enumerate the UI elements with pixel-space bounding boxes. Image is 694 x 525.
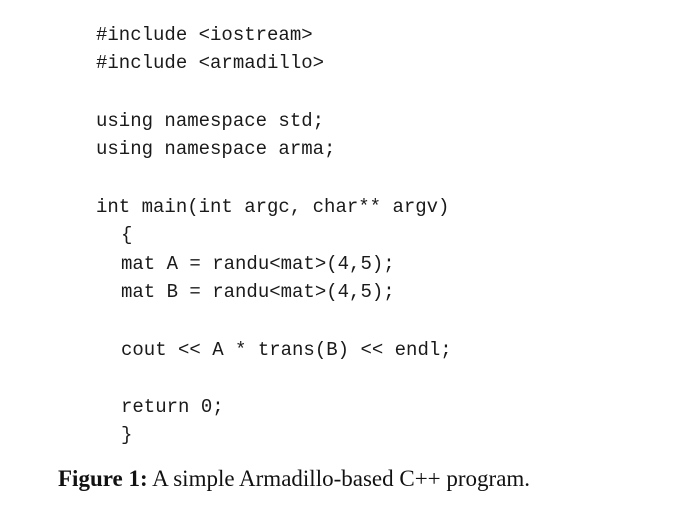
code-line-include-armadillo: #include <armadillo> <box>96 52 325 74</box>
code-line-mat-a: mat A = randu<mat>(4,5); <box>121 253 395 275</box>
code-line-using-std: using namespace std; <box>96 110 325 132</box>
figure-caption-text: A simple Armadillo-based C++ program. <box>152 466 531 491</box>
code-line-open-brace: { <box>121 224 133 246</box>
code-line-main-signature: int main(int argc, char** argv) <box>96 196 450 218</box>
code-line-using-arma: using namespace arma; <box>96 138 336 160</box>
code-line-include-iostream: #include <iostream> <box>96 24 313 46</box>
code-line-cout: cout << A * trans(B) << endl; <box>121 339 452 361</box>
code-line-return: return 0; <box>121 396 224 418</box>
code-line-mat-b: mat B = randu<mat>(4,5); <box>121 281 395 303</box>
code-line-close-brace: } <box>121 424 133 446</box>
figure-caption-label: Figure 1: <box>58 466 148 491</box>
figure-caption: Figure 1: A simple Armadillo-based C++ p… <box>58 466 530 492</box>
